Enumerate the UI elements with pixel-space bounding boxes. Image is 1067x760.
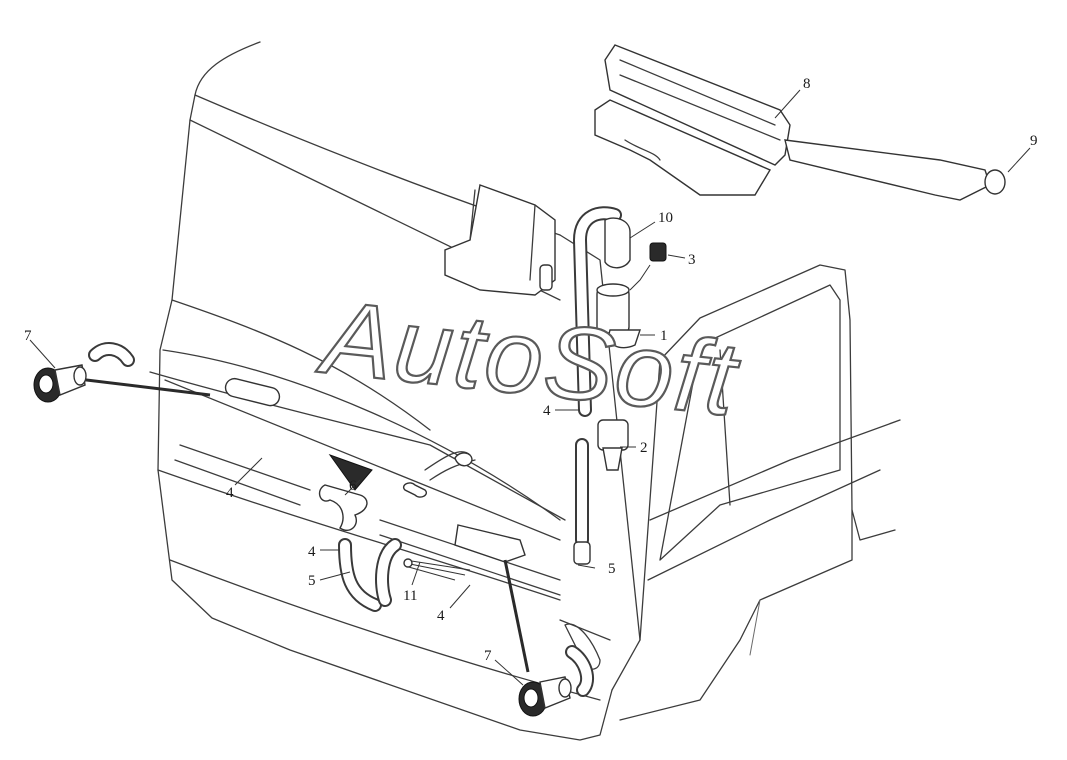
callout-4-pump: 4 [543,403,551,419]
callout-7-lower: 7 [484,648,492,664]
callout-4-bottom: 4 [437,608,445,624]
washer-nozzle-lower [503,559,594,717]
callout-3: 3 [688,252,696,268]
lower-hoses [338,538,471,612]
washer-tank-bracket [444,184,556,296]
washer-reservoir-assembly [594,44,1006,201]
hose-left-upper [69,342,211,397]
callout-6: 6 [349,478,357,494]
pump-assembly [572,206,667,565]
callout-7-upper: 7 [24,328,32,344]
callout-10: 10 [658,210,673,226]
washer-nozzle-upper [33,364,87,403]
callout-5-right: 5 [608,561,616,577]
callout-labels: 8 9 10 3 1 4 2 7 4 6 4 5 5 11 4 7 [24,76,1038,664]
callout-5-left: 5 [308,573,316,589]
callout-8: 8 [803,76,811,92]
cab-outline [157,41,901,741]
callout-4-left: 4 [226,485,234,501]
callout-9: 9 [1030,133,1038,149]
callout-2: 2 [640,440,648,456]
callout-1: 1 [660,328,668,344]
leader-lines [29,89,1031,686]
callout-4-center: 4 [308,544,316,560]
callout-11: 11 [403,588,417,604]
front-panel [149,371,611,670]
